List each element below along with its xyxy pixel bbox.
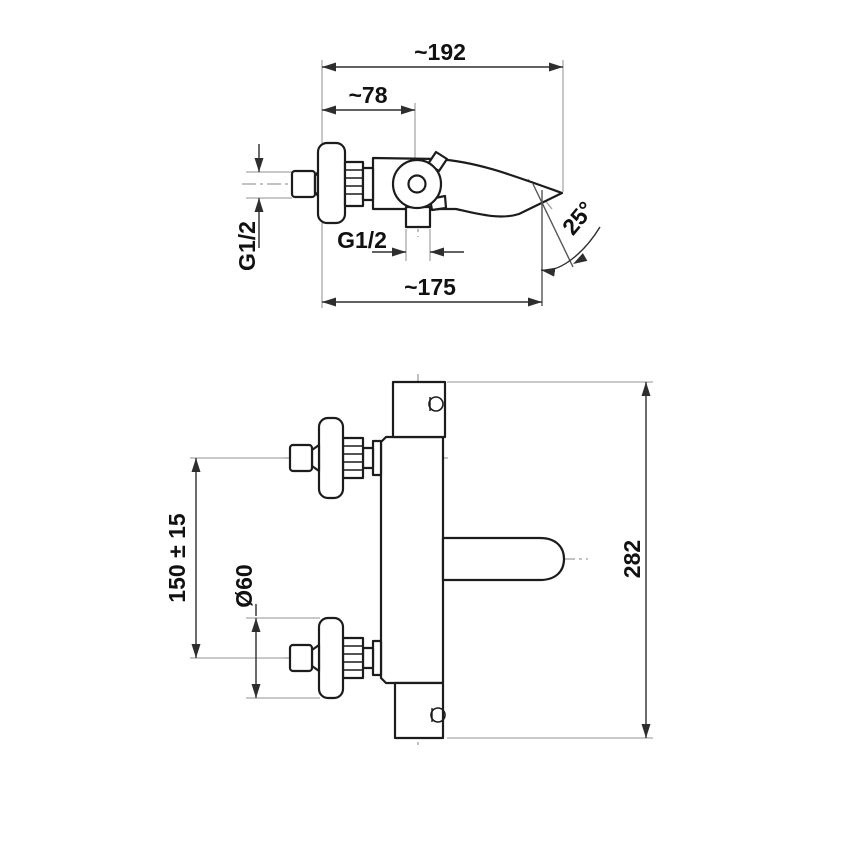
wall-rosette	[316, 141, 347, 225]
label-wall-to-shower-outlet: ~78	[348, 82, 387, 108]
temperature-lever	[441, 536, 566, 582]
lower-rosette	[317, 616, 345, 700]
lower-valve-adapter	[371, 639, 383, 677]
lower-supply-knob	[288, 643, 314, 673]
bath-outlet-stub	[404, 205, 432, 229]
bottom-set-screw	[430, 707, 446, 723]
label-shower-thread: G1/2	[234, 221, 260, 271]
angle-arc-arrowhead	[573, 253, 588, 264]
label-bath-outlet-thread: G1/2	[337, 227, 387, 253]
upper-valve-adapter	[371, 439, 383, 477]
top-view: ~192 ~78 G1/2 G1/2 ~175 25°	[234, 39, 601, 308]
body-mid-column	[379, 435, 445, 685]
upper-valve-collar	[361, 446, 375, 470]
upper-supply-knob	[288, 443, 314, 473]
label-overall-height: 282	[619, 540, 645, 578]
lower-valve-collar	[361, 646, 375, 670]
label-total-depth: ~192	[414, 39, 466, 65]
lower-valve-hex	[341, 636, 365, 680]
label-rosette-diameter: Ø60	[231, 564, 257, 607]
valve-cartridge-circle	[391, 158, 443, 210]
upper-valve-hex	[341, 436, 365, 480]
body-top-block	[391, 380, 447, 439]
threaded-nipple	[343, 160, 365, 208]
valve-spindle-circle	[407, 174, 427, 194]
angle-slant-line	[532, 183, 574, 268]
top-set-screw	[428, 396, 444, 412]
nipple-collar	[361, 166, 375, 202]
shower-outlet-connector	[290, 169, 317, 199]
label-spout-reach: ~175	[404, 274, 456, 300]
label-supply-centers: 150 ± 15	[164, 513, 190, 603]
body-bottom-block	[393, 681, 445, 740]
label-spout-angle: 25°	[557, 196, 599, 239]
angle-arc	[540, 226, 601, 277]
front-view: 150 ± 15 Ø60 282	[164, 374, 653, 748]
upper-rosette	[317, 416, 345, 500]
